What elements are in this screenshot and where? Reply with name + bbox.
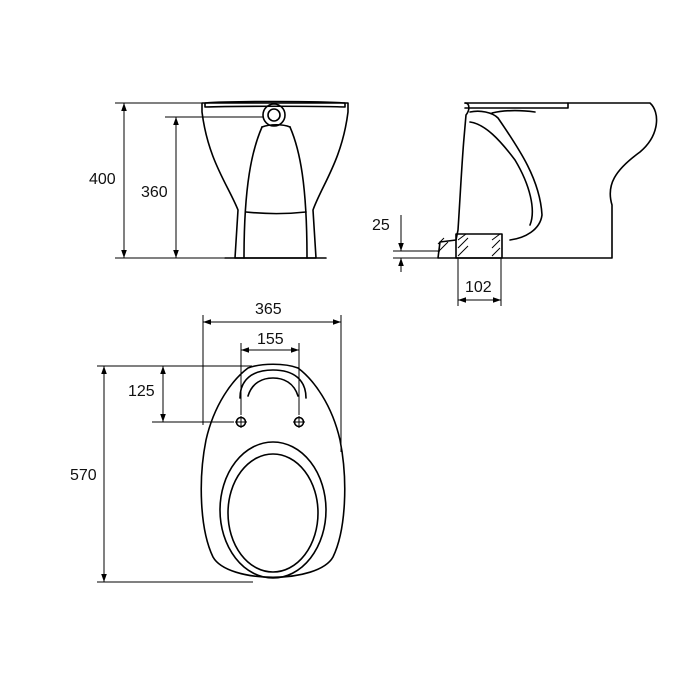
front-view: 400 360 [89,100,349,259]
side-flush-channel [469,110,543,241]
top-pan-outline [200,363,346,578]
side-rim-inner [491,109,536,114]
top-view: 365 155 125 570 [70,301,346,583]
dim-label-total-height: 400 [89,171,116,188]
dim-label-fixing-offset: 125 [128,383,155,400]
side-view: 25 102 [372,102,658,306]
front-pedestal-line [245,211,307,215]
front-inlet-outer [262,103,286,127]
dim-label-outlet-diameter: 102 [465,279,492,296]
top-bowl-opening-outer [219,441,327,579]
top-rear-hump-outer [239,369,307,399]
top-rear-hump-inner [247,377,299,397]
dim-label-fixing-spacing: 155 [257,331,284,348]
side-inner-trap [469,121,534,226]
side-outlet [455,233,503,259]
dim-label-length: 570 [70,467,97,484]
dim-label-outlet-offset: 25 [372,217,390,234]
fixing-hole-left [235,416,247,428]
top-bowl-opening-inner [227,453,319,573]
front-rim [204,100,346,108]
fixing-hole-right [293,416,305,428]
dim-label-outlet-height: 360 [141,184,168,201]
dim-label-width: 365 [255,301,282,318]
front-inlet-inner [267,108,281,122]
front-pedestal [243,126,308,259]
side-rim [464,102,569,109]
front-pedestal-top [261,123,291,128]
